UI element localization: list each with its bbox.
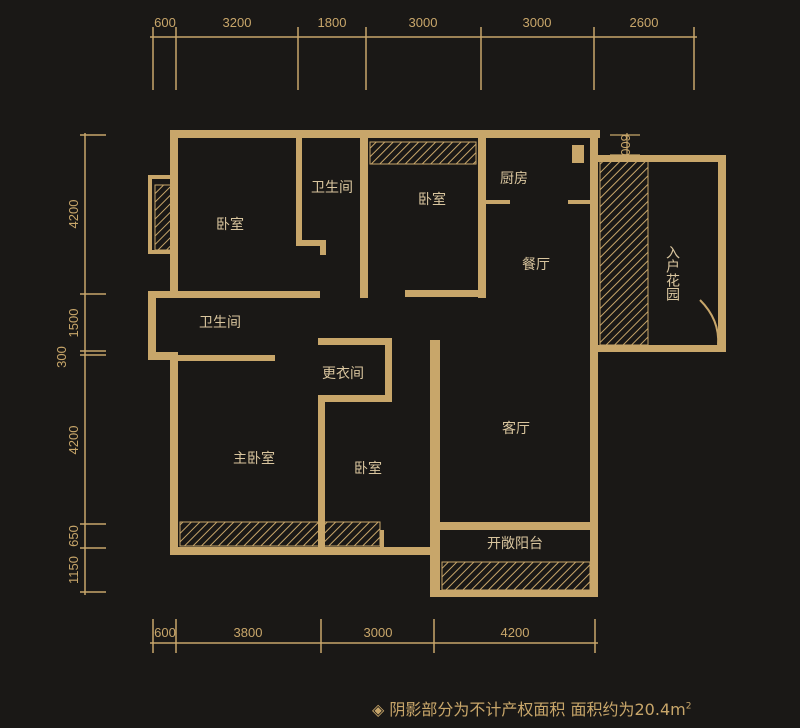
dim-bottom-1: 3800 — [234, 625, 263, 640]
dim-bottom-2: 3000 — [364, 625, 393, 640]
dimension-left — [80, 133, 106, 595]
dimension-bottom — [150, 619, 598, 653]
room-bedroom-s: 卧室 — [354, 460, 382, 477]
dim-top-3: 3000 — [409, 15, 438, 30]
room-master-bedroom: 主卧室 — [233, 450, 275, 467]
dim-left-3: 4200 — [66, 426, 81, 455]
dim-left-1: 1500 — [66, 309, 81, 338]
dim-top-4: 3000 — [523, 15, 552, 30]
room-bathroom-master: 卫生间 — [199, 315, 241, 331]
room-balcony: 开敞阳台 — [487, 536, 543, 552]
dim-bottom-0: 600 — [154, 625, 176, 640]
dim-left-2: 300 — [54, 346, 69, 368]
dim-garden-0: 600 — [618, 134, 633, 156]
dim-left-4: 650 — [66, 525, 81, 547]
room-entry-garden: 入户花园 — [664, 245, 680, 301]
dimension-top — [150, 27, 697, 90]
room-bedroom-n: 卧室 — [418, 191, 446, 208]
dim-top-0: 600 — [154, 15, 176, 30]
dim-top-2: 1800 — [318, 15, 347, 30]
shaded-area-note: ◈ 阴影部分为不计产权面积 面积约为20.4m2 — [372, 696, 691, 720]
dim-bottom-3: 4200 — [501, 625, 530, 640]
entry-door-swing — [699, 299, 720, 346]
diamond-ornament-icon: ◈ — [372, 700, 385, 719]
note-superscript: 2 — [685, 701, 692, 712]
room-walk-in-closet: 更衣间 — [322, 366, 364, 382]
dim-top-1: 3200 — [223, 15, 252, 30]
room-dining: 餐厅 — [522, 257, 550, 273]
room-living: 客厅 — [502, 420, 530, 437]
dim-left-5: 1150 — [66, 556, 81, 584]
dim-top-5: 2600 — [630, 15, 659, 30]
room-kitchen: 厨房 — [500, 171, 528, 187]
note-text: 阴影部分为不计产权面积 面积约为20.4m — [389, 700, 686, 719]
walls — [148, 130, 726, 597]
room-bathroom-upper: 卫生间 — [311, 180, 353, 196]
room-bedroom-nw: 卧室 — [216, 216, 244, 233]
dim-left-0: 4200 — [66, 200, 81, 229]
